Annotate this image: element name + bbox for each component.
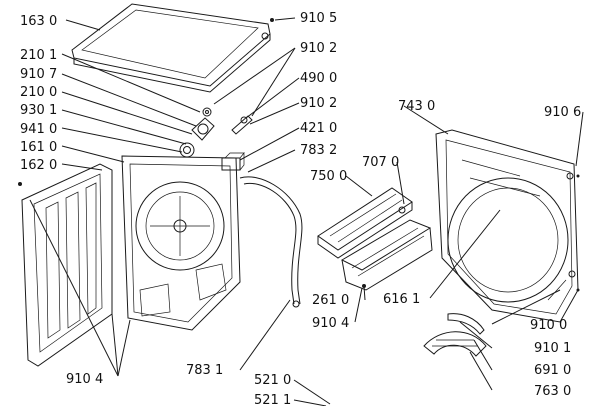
front-panel-part	[435, 129, 579, 323]
connector-part	[221, 152, 245, 171]
label-910-4-bottom: 910 4	[66, 372, 103, 387]
label-490-0: 490 0	[300, 71, 337, 86]
label-521-0: 521 0	[254, 373, 291, 388]
side-panel-part	[21, 163, 113, 367]
label-910-2-top: 910 2	[300, 41, 337, 56]
label-910-6: 910 6	[544, 105, 581, 120]
label-763-0: 763 0	[534, 384, 571, 399]
rear-panel-part	[121, 155, 241, 331]
label-210-1: 210 1	[20, 48, 57, 63]
label-162-0: 162 0	[20, 158, 57, 173]
label-210-0: 210 0	[20, 85, 57, 100]
hose-part	[239, 176, 303, 308]
label-910-0: 910 0	[530, 318, 567, 333]
label-161-0: 161 0	[20, 140, 57, 155]
part-labels: 163 0 910 5 210 1 910 2 910 7 490 0 210 …	[20, 11, 581, 406]
label-616-1: 616 1	[383, 292, 420, 307]
clamp-part	[231, 115, 253, 135]
label-261-0: 261 0	[312, 293, 349, 308]
bearing-part	[179, 142, 195, 158]
screw-part	[18, 18, 580, 292]
label-783-1: 783 1	[186, 363, 223, 378]
label-783-2: 783 2	[300, 143, 337, 158]
label-910-7: 910 7	[20, 67, 57, 82]
label-707-0: 707 0	[362, 155, 399, 170]
filter-seal-part	[447, 313, 485, 335]
label-910-1: 910 1	[534, 341, 571, 356]
label-910-4-mid: 910 4	[312, 316, 349, 331]
label-421-0: 421 0	[300, 121, 337, 136]
drawer-housing-part	[340, 206, 433, 291]
label-941-0: 941 0	[20, 122, 57, 137]
label-910-2-mid: 910 2	[300, 96, 337, 111]
pulley-part	[191, 117, 215, 141]
top-cover-part	[71, 3, 271, 93]
label-910-5: 910 5	[300, 11, 337, 26]
label-750-0: 750 0	[310, 169, 347, 184]
water-container-part	[317, 187, 413, 259]
label-163-0: 163 0	[20, 14, 57, 29]
label-930-1: 930 1	[20, 103, 57, 118]
hinge-part	[202, 107, 212, 117]
label-691-0: 691 0	[534, 363, 571, 378]
label-743-0: 743 0	[398, 99, 435, 114]
leader-lines	[29, 17, 584, 406]
label-521-1: 521 1	[254, 393, 291, 406]
